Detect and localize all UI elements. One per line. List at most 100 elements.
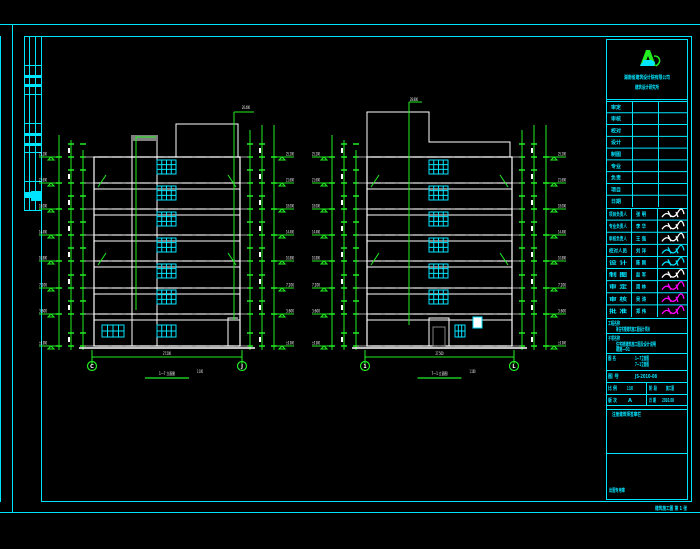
level-value: ±0.000 [558,341,566,346]
level-triangle [319,287,329,292]
sign-row-label: 专业 [611,163,621,170]
dim-text [259,279,261,284]
stamp-label: 出图专用章 [609,487,625,494]
signature-scribble [661,293,685,303]
level-triangle [277,260,287,265]
company-logo-icon [640,50,661,67]
level-triangle [319,345,329,350]
level-marker: 21.600 [312,178,330,187]
rail-detail [227,174,237,188]
level-triangle [277,234,287,239]
sign-row-label: 日期 [611,198,621,205]
level-marker: 14.400 [39,230,57,239]
rail-detail [370,252,380,266]
level-value: 10.800 [558,256,566,261]
dim-text [259,252,261,257]
role-name: 陈 刚 [636,260,646,267]
dim-text [531,337,533,342]
level-value: 14.400 [39,230,47,235]
level-marker: 7.200 [276,283,294,292]
role-label: 审 定 [609,284,627,291]
role-name: 赵 军 [635,272,646,279]
dim-text [259,200,261,205]
stage-label: 阶 段 [649,385,657,392]
level-marker: 3.600 [312,309,330,318]
level-value: ±0.000 [312,341,320,346]
level-value: 7.200 [312,283,320,288]
dim-text [531,174,533,179]
level-value: 21.600 [312,178,320,183]
company-name: 湖南省建筑设计院有限公司 [624,74,670,81]
level-marker: 3.600 [548,309,566,318]
level-marker: 21.600 [276,178,294,187]
dim-text [68,305,70,310]
level-marker: 18.000 [39,204,57,213]
level-value: 18.000 [312,204,320,209]
level-value: 14.400 [286,230,294,235]
level-marker: 7.200 [39,283,57,292]
elevation-scale: 1:100 [470,369,476,374]
dim-text [531,226,533,231]
level-triangle [46,208,56,213]
level-marker: 21.600 [548,178,566,187]
level-value: 7.200 [39,283,47,288]
level-marker: 7.200 [548,283,566,292]
level-triangle [319,156,329,161]
axis-label: C [90,364,94,370]
level-value: 21.600 [558,178,566,183]
level-value: 7.200 [286,283,294,288]
dim-text [341,226,343,231]
dim-text [531,252,533,257]
entrance-door [227,317,238,346]
level-marker: 10.800 [312,256,330,265]
number-value: JS-2010-08 [634,374,657,380]
level-value: 7.200 [558,283,566,288]
role-name: 郑 伟 [636,308,646,315]
level-triangle [549,313,559,318]
level-marker: ±0.000 [39,341,57,350]
level-triangle [46,234,56,239]
level-triangle [46,287,56,292]
level-marker: 3.600 [276,309,294,318]
level-triangle [277,345,287,350]
level-triangle [277,313,287,318]
role-label: 制 图 [609,272,627,279]
sign-row-label: 负责 [611,175,621,182]
rail-detail [97,252,107,266]
number-label: 图 号 [608,373,619,380]
level-marker: 18.000 [312,204,330,213]
notes-title: 注册建筑师签章栏 [612,411,641,418]
axis-bubble [359,360,371,372]
level-marker: ±0.000 [548,341,566,350]
role-name: 李 华 [635,223,646,230]
level-triangle [549,234,559,239]
strip-text-block [25,75,41,78]
level-value: 14.400 [558,230,566,235]
signature-scribble [661,244,685,254]
dim-text [68,252,70,257]
level-triangle [46,313,56,318]
axis-label: L [512,364,516,370]
dim-text [341,174,343,179]
signature-scribble [661,232,685,242]
building-outline [93,156,241,347]
dim-text [68,279,70,284]
level-triangle [319,313,329,318]
rail-detail [499,252,509,266]
role-name: 张 明 [636,211,646,218]
title-block [606,39,688,500]
level-value: ±0.000 [39,341,47,346]
role-label: 设 计 [609,260,627,267]
project-name: 某住宅楼建筑施工图设计项目 [615,326,650,333]
signboard [472,316,483,329]
overall-dimension-value: 27.500 [163,351,171,356]
signature-scribble [661,305,685,315]
dim-text [341,305,343,310]
sign-row-label: 审定 [611,104,621,111]
level-value: 25.200 [558,152,566,157]
sign-row-label: 项目 [611,186,621,193]
signature-scribble [661,269,685,279]
role-label: 审核负责人 [609,235,628,242]
level-value: 18.000 [39,204,47,209]
